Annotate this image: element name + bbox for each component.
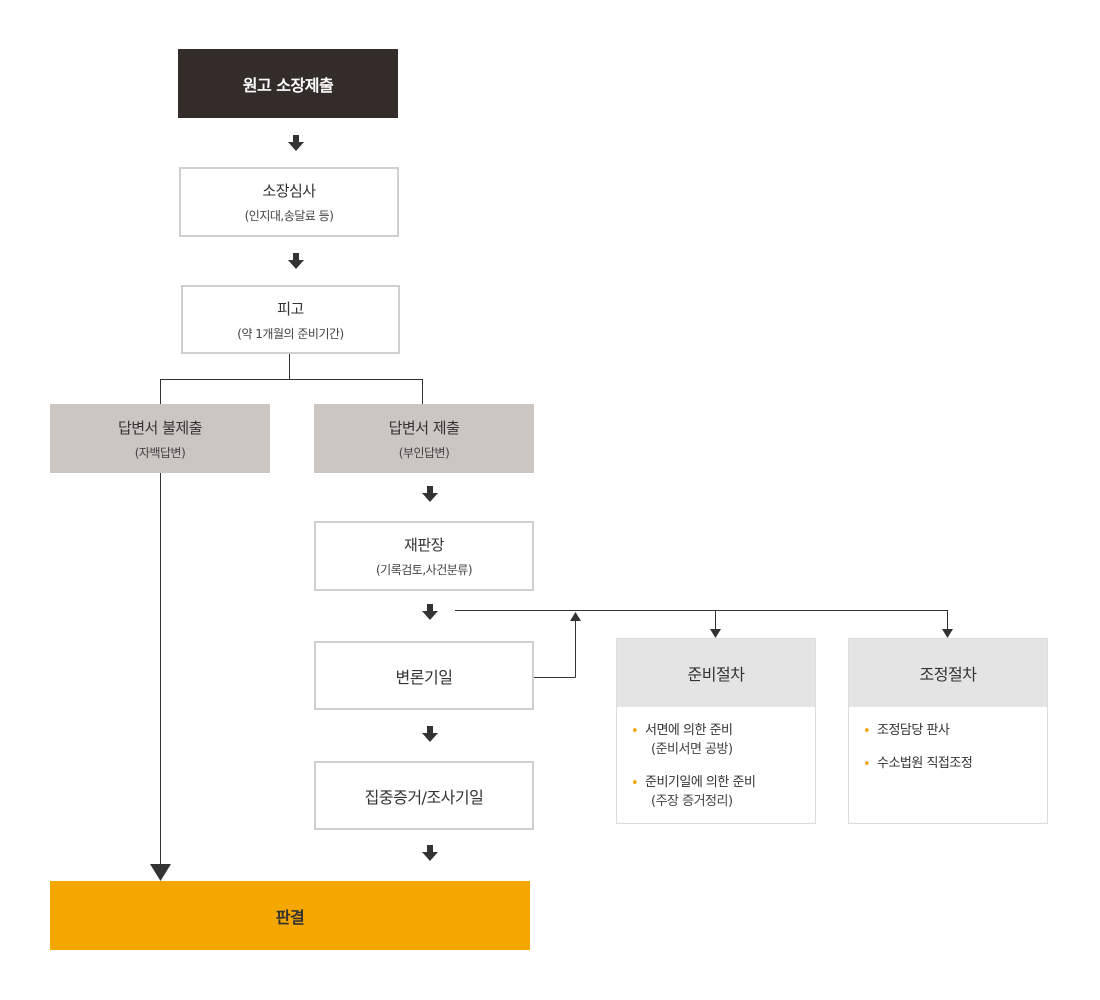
no-answer-sub: (자백답변) [134, 445, 186, 460]
arrow-down-4 [422, 604, 438, 620]
bullet-icon: • [863, 757, 871, 772]
mediation-item-label: 조정담당 판사 [877, 723, 950, 738]
prep-panel-title: 준비절차 [617, 639, 815, 707]
review-title: 소장심사 [262, 182, 316, 200]
filing-label: 원고 소장제출 [242, 75, 334, 95]
prep-item-label: 서면에 의한 준비 [645, 723, 733, 738]
arrow-head-mediation [942, 629, 953, 638]
filing-box: 원고 소장제출 [178, 49, 398, 118]
judge-sub: (기록검토,사건분류) [376, 563, 473, 577]
review-sub: (인지대,송달료 등) [244, 209, 334, 223]
evidence-box: 집중증거/조사기일 [314, 761, 534, 830]
no-answer-title: 답변서 불제출 [117, 418, 203, 437]
prep-item-note: (준비서면 공방) [651, 742, 733, 757]
judgment-title: 판결 [275, 907, 305, 927]
prep-list: • 서면에 의한 준비 (준비서면 공방) • 준비기일에 의한 준비 (주장 … [617, 707, 815, 811]
review-box: 소장심사 (인지대,송달료 등) [179, 167, 399, 237]
defendant-box: 피고 (약 1개월의 준비기간) [181, 285, 400, 354]
no-answer-box: 답변서 불제출 (자백답변) [50, 404, 270, 473]
answer-box: 답변서 제출 (부인답변) [314, 404, 534, 473]
mediation-item-label: 수소법원 직접조정 [877, 756, 973, 771]
arrow-down-6 [422, 845, 438, 861]
arrow-head-judgment [150, 864, 171, 881]
mediation-list: • 조정담당 판사 • 수소법원 직접조정 [849, 707, 1047, 773]
arrow-head-up [570, 612, 581, 621]
arrow-down-1 [288, 135, 304, 151]
arrow-down-5 [422, 726, 438, 742]
hearing-title: 변론기일 [395, 667, 453, 687]
bullet-icon: • [631, 724, 639, 739]
mediation-panel: 조정절차 • 조정담당 판사 • 수소법원 직접조정 [848, 638, 1048, 824]
bullet-icon: • [863, 724, 871, 739]
evidence-title: 집중증거/조사기일 [364, 787, 484, 807]
arrow-head-prep [710, 629, 721, 638]
arrow-down-3 [422, 486, 438, 502]
judge-title: 재판장 [404, 536, 444, 554]
prep-panel: 준비절차 • 서면에 의한 준비 (준비서면 공방) • 준비기일에 의한 준비… [616, 638, 816, 824]
mediation-panel-title: 조정절차 [849, 639, 1047, 707]
list-item: • 조정담당 판사 [863, 721, 1047, 740]
list-item: • 준비기일에 의한 준비 (주장 증거정리) [631, 773, 815, 811]
answer-sub: (부인답변) [398, 445, 450, 460]
defendant-sub: (약 1개월의 준비기간) [237, 326, 344, 341]
judge-box: 재판장 (기록검토,사건분류) [314, 521, 534, 591]
bullet-icon: • [631, 776, 639, 791]
judgment-box: 판결 [50, 881, 530, 950]
list-item: • 서면에 의한 준비 (준비서면 공방) [631, 721, 815, 759]
hearing-box: 변론기일 [314, 641, 534, 710]
answer-title: 답변서 제출 [388, 418, 460, 437]
prep-item-label: 준비기일에 의한 준비 [645, 775, 756, 790]
defendant-title: 피고 [277, 299, 304, 318]
arrow-down-2 [288, 253, 304, 269]
list-item: • 수소법원 직접조정 [863, 754, 1047, 773]
prep-item-note: (주장 증거정리) [651, 794, 733, 809]
